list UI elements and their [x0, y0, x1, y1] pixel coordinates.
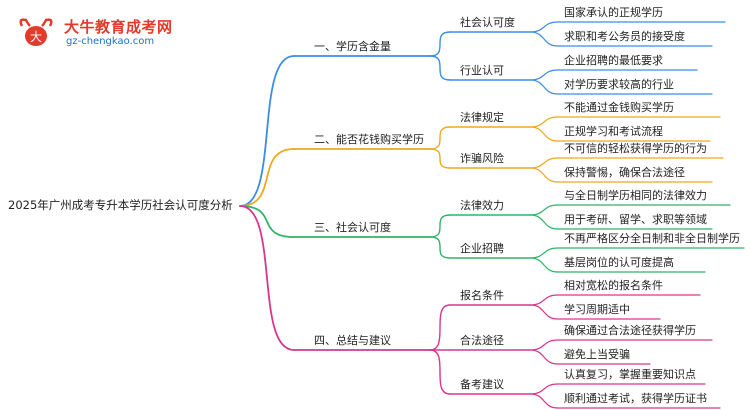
leaf-4-3-1: 认真复习，掌握重要知识点: [564, 368, 696, 381]
logo-title: 大牛教育成考网: [64, 18, 173, 36]
ox-logo-icon: 大: [19, 18, 53, 46]
leaf-1-1-1: 国家承认的正规学历: [564, 6, 663, 19]
svg-text:大: 大: [30, 30, 42, 44]
leaf-4-1-1: 相对宽松的报名条件: [564, 279, 663, 292]
leaf-3-2-1: 不再严格区分全日制和非全日制学历: [564, 232, 740, 245]
leaf-2-1-1: 不能通过金钱购买学历: [564, 101, 674, 114]
leaf-1-1-2: 求职和考公务员的接受度: [564, 30, 685, 43]
leaf-2-1-2: 正规学习和考试流程: [564, 125, 663, 138]
leaf-4-2-1: 确保通过合法途径获得学历: [564, 324, 696, 337]
branch-1-child-2: 行业认可: [460, 64, 504, 77]
leaf-1-2-1: 企业招聘的最低要求: [564, 54, 663, 67]
leaf-3-1-2: 用于考研、留学、求职等领域: [564, 213, 707, 226]
leaf-4-3-2: 顺利通过考试，获得学历证书: [564, 392, 707, 405]
logo-url: gz-chengkao.com: [66, 36, 155, 47]
branch-2-child-1: 法律规定: [460, 111, 504, 124]
branch-4-child-3: 备考建议: [460, 378, 504, 391]
leaf-3-2-2: 基层岗位的认可度提高: [564, 256, 674, 269]
leaf-4-1-2: 学习周期适中: [564, 303, 630, 316]
branch-2-child-2: 诈骗风险: [460, 152, 504, 165]
leaf-1-2-2: 对学历要求较高的行业: [564, 78, 674, 91]
branch-4-label: 四、总结与建议: [314, 334, 391, 347]
leaf-2-2-1: 不可信的轻松获得学历的行为: [564, 142, 707, 155]
leaf-3-1-1: 与全日制学历相同的法律效力: [564, 189, 707, 202]
branch-3-label: 三、社会认可度: [314, 221, 391, 234]
leaf-4-2-2: 避免上当受骗: [564, 348, 630, 361]
branch-2-label: 二、能否花钱购买学历: [314, 133, 424, 146]
branch-1-child-1: 社会认可度: [460, 16, 515, 29]
site-logo: 大 大牛教育成考网 gz-chengkao.com: [14, 14, 184, 54]
branch-4-child-1: 报名条件: [460, 289, 504, 302]
mindmap-root: 2025年广州成考专升本学历社会认可度分析: [8, 198, 233, 212]
branch-4-child-2: 合法途径: [460, 334, 504, 347]
branch-3-child-1: 法律效力: [460, 199, 504, 212]
branch-3-child-2: 企业招聘: [460, 242, 504, 255]
leaf-2-2-2: 保持警惕，确保合法途径: [564, 166, 685, 179]
branch-1-label: 一、学历含金量: [314, 40, 391, 53]
